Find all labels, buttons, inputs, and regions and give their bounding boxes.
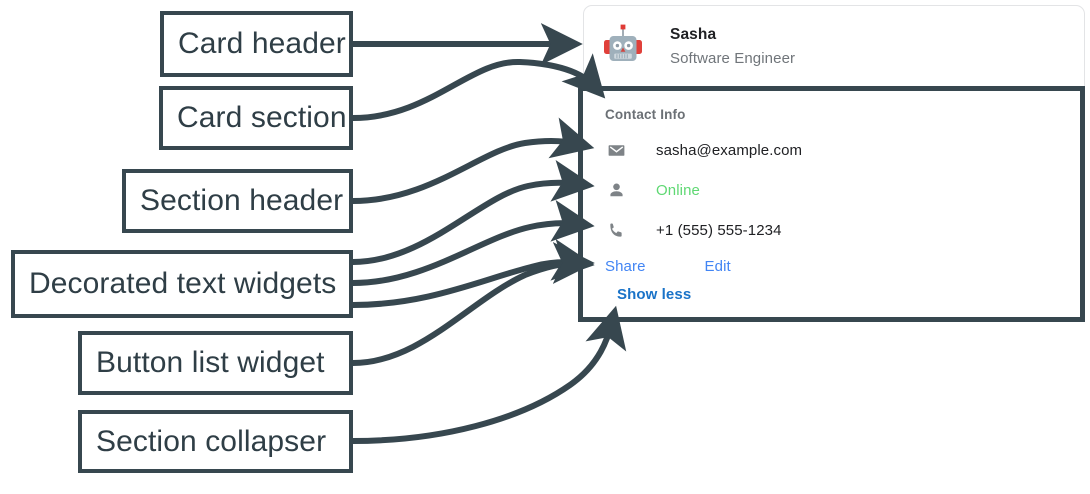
- annotation-label-button-list: Button list widget: [96, 346, 325, 379]
- row-text-phone: +1 (555) 555-1234: [656, 221, 782, 239]
- person-icon: [605, 179, 627, 201]
- email-icon: [605, 139, 627, 161]
- row-text-email: sasha@example.com: [656, 141, 803, 159]
- annotation-label-card-section: Card section: [177, 101, 347, 134]
- share-button[interactable]: Share: [605, 258, 646, 275]
- arrow-decorated-text-1: [352, 160, 595, 265]
- section-collapser-button[interactable]: Show less: [617, 286, 692, 303]
- robot-avatar-icon: [600, 21, 646, 67]
- arrow-decorated-text-3: [352, 239, 595, 308]
- annotation-label-section-collapser: Section collapser: [96, 424, 327, 458]
- annotation-label-card-header: Card header: [178, 27, 346, 60]
- decorated-text-row-status: Online: [605, 179, 700, 201]
- annotation-box-card-header: Card header: [160, 11, 353, 77]
- edit-button[interactable]: Edit: [704, 258, 731, 275]
- annotation-box-section-header: Section header: [122, 169, 353, 233]
- annotation-box-card-section: Card section: [159, 86, 353, 150]
- decorated-text-row-email: sasha@example.com: [605, 139, 802, 161]
- arrow-decorated-text-2: [352, 200, 595, 286]
- card-title: Sasha: [670, 26, 717, 43]
- arrow-section-collapser: [352, 305, 627, 444]
- annotation-box-button-list: Button list widget: [78, 331, 353, 395]
- phone-icon: [605, 219, 627, 241]
- card-subtitle: Software Engineer: [670, 50, 796, 67]
- annotation-label-section-header: Section header: [140, 184, 344, 217]
- arrow-card-section: [352, 53, 606, 121]
- arrow-button-list: [352, 242, 595, 366]
- decorated-text-row-phone: +1 (555) 555-1234: [605, 219, 782, 241]
- button-list-widget: Share Edit: [605, 258, 731, 275]
- annotation-box-section-collapser: Section collapser: [78, 410, 353, 473]
- card-section-widget: Contact Info sasha@example.com Online +1…: [578, 86, 1085, 322]
- annotation-box-decorated-text: Decorated text widgets: [11, 250, 353, 318]
- row-text-status: Online: [656, 181, 700, 199]
- annotation-label-decorated-text: Decorated text widgets: [29, 267, 337, 300]
- section-header-label: Contact Info: [605, 107, 686, 122]
- arrow-section-header: [352, 117, 595, 204]
